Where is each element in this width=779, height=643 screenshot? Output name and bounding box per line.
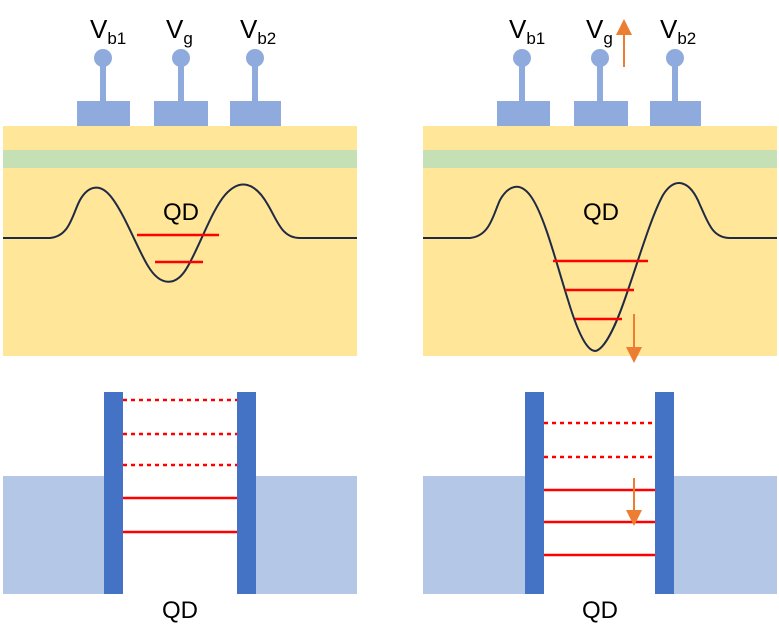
gate-electrode-g xyxy=(574,49,628,126)
right-barrier xyxy=(237,392,256,594)
gate-label-b1: Vb1 xyxy=(90,14,126,48)
gate-electrode-b2 xyxy=(230,49,281,126)
left-lead xyxy=(423,476,525,594)
potential-curve xyxy=(423,182,777,352)
oxide-layer xyxy=(423,150,777,168)
bottom-qd-label: QD xyxy=(162,597,198,624)
qd-label: QD xyxy=(583,199,619,226)
right-lead xyxy=(674,476,777,594)
right-panel: Vb1 Vg Vb2 QD xyxy=(423,14,777,624)
potential-curve xyxy=(3,183,357,283)
oxide-layer xyxy=(3,150,357,168)
left-barrier xyxy=(525,392,544,594)
qd-label: QD xyxy=(163,199,199,226)
gate-electrode-b2 xyxy=(650,49,701,126)
left-barrier xyxy=(104,392,123,594)
gate-label-b2: Vb2 xyxy=(240,14,276,48)
left-lead xyxy=(3,476,104,594)
gate-label-b1: Vb1 xyxy=(509,14,545,48)
gate-label-b2: Vb2 xyxy=(660,14,696,48)
right-lead xyxy=(256,476,357,594)
gate-electrode-b1 xyxy=(497,49,550,126)
bottom-qd-label: QD xyxy=(582,597,618,624)
left-panel: Vb1 Vg Vb2 QD xyxy=(3,14,357,624)
gate-electrode-b1 xyxy=(77,49,130,126)
gate-label-g: Vg xyxy=(166,14,193,48)
right-barrier xyxy=(655,392,674,594)
gate-label-g: Vg xyxy=(586,14,613,48)
gate-electrode-g xyxy=(154,49,208,126)
